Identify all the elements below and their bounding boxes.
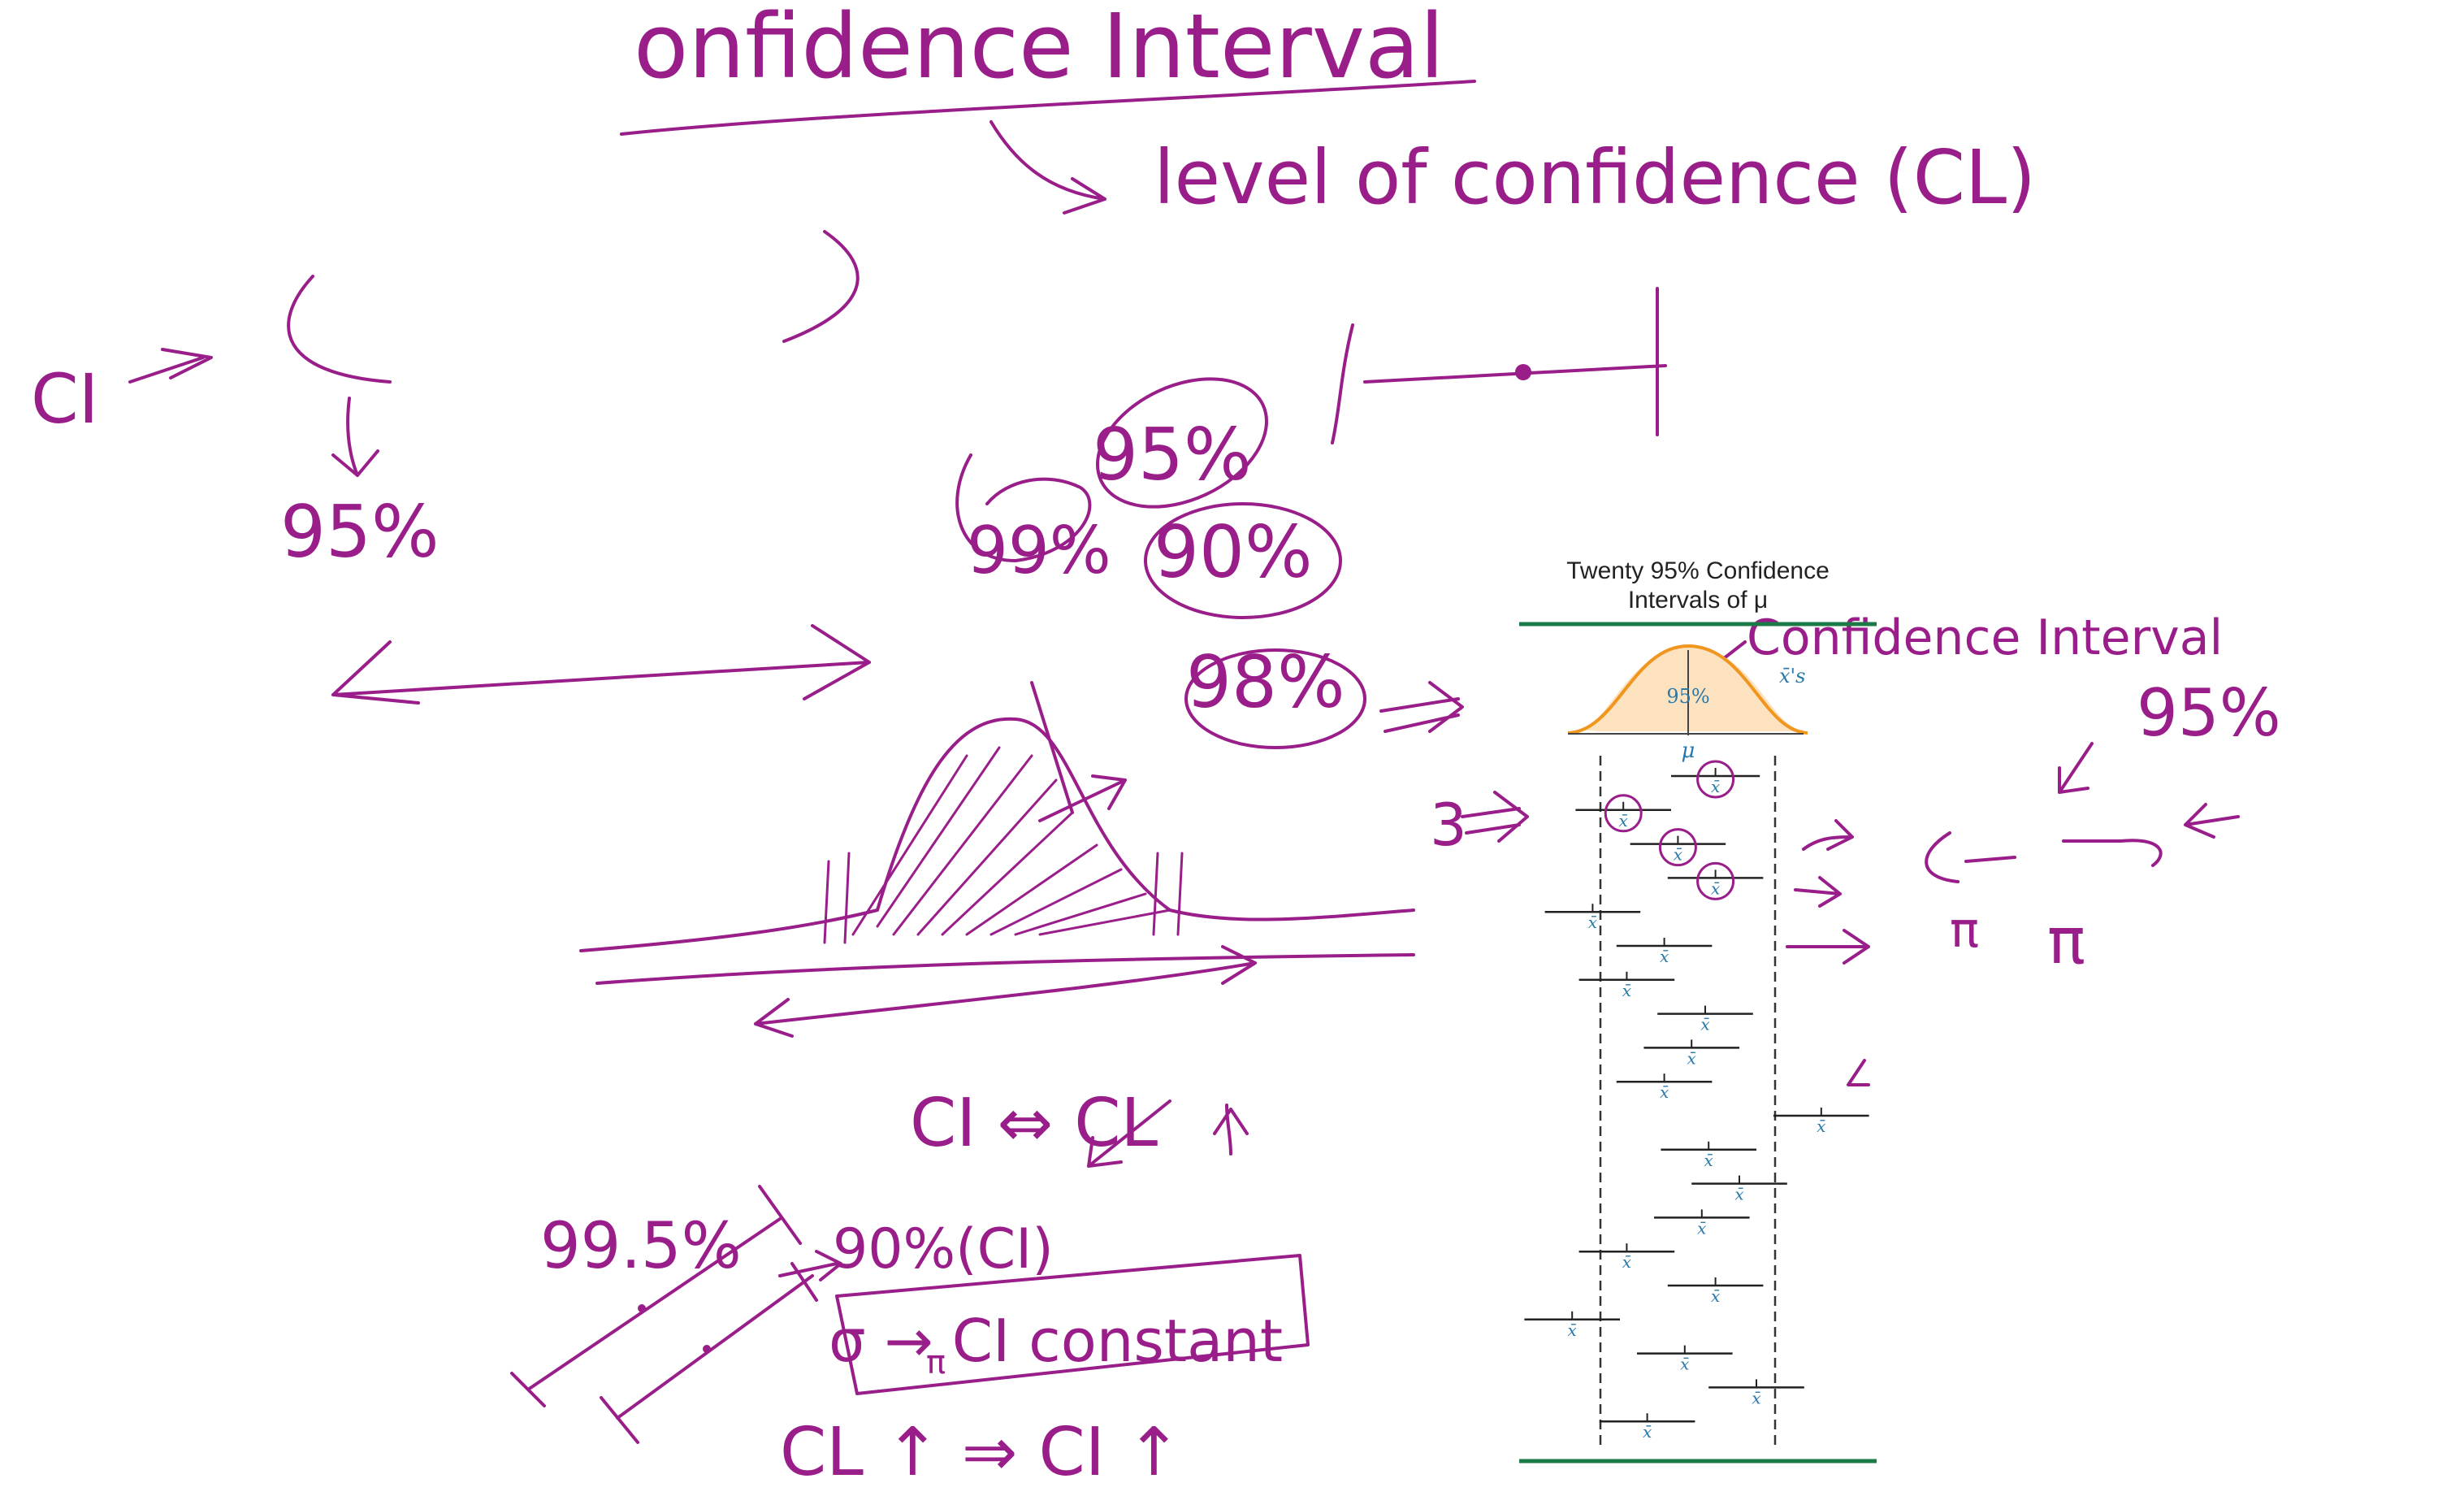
sample-mean-label: x̄ bbox=[1660, 947, 1669, 966]
sample-mean-label: x̄ bbox=[1700, 1015, 1709, 1034]
interval-line bbox=[1331, 287, 1667, 444]
sample-mean-label: x̄ bbox=[1680, 1355, 1689, 1374]
ci-annotation-text: Confidence Interval bbox=[1747, 609, 2223, 666]
sample-mean-label: x̄ bbox=[1619, 811, 1628, 830]
sample-mean-label: x̄ bbox=[1711, 878, 1720, 898]
arrow-to-level bbox=[989, 120, 1106, 215]
sample-mean-label: x̄ bbox=[1697, 1218, 1706, 1238]
sigma-constant-text: σ → CI constant bbox=[829, 1307, 1283, 1375]
ci-cl-text: CI ⇔ CL bbox=[910, 1085, 1158, 1162]
pct-90-ci-text: 90%(CI) bbox=[833, 1217, 1054, 1281]
down-arrow-left bbox=[331, 397, 379, 477]
curve-fill bbox=[1576, 646, 1804, 731]
circle-95 bbox=[1096, 377, 1268, 509]
sample-mean-label: x̄ bbox=[1622, 1252, 1631, 1272]
cl-to-90-arrow bbox=[1087, 1099, 1171, 1168]
pi-under-sigma: π bbox=[926, 1344, 946, 1381]
right-interval-sketch bbox=[1925, 831, 2163, 883]
bell-pointer bbox=[1030, 681, 1074, 814]
close-paren bbox=[782, 230, 860, 343]
bell-double-arrow bbox=[754, 945, 1257, 1038]
pi-right: π bbox=[2047, 905, 2085, 978]
arrow-right-3 bbox=[1786, 929, 1870, 965]
bell-curve-sketch bbox=[579, 717, 1415, 952]
sample-mean-label: x̄ bbox=[1674, 845, 1682, 865]
circled-mean-mark bbox=[1658, 828, 1697, 867]
arrow-small-right bbox=[1847, 1059, 1870, 1086]
curve-pct-label: 95% bbox=[1666, 685, 1709, 708]
title-underline bbox=[620, 80, 1476, 136]
interval-995-dot bbox=[638, 1304, 646, 1312]
double-arrow bbox=[331, 624, 871, 705]
bell-shading bbox=[823, 746, 1184, 944]
pi-left-right: π bbox=[1950, 902, 1979, 959]
sample-mean-label: x̄ bbox=[1643, 1422, 1652, 1442]
figure-title-line2: Intervals of μ bbox=[1628, 587, 1768, 614]
mu-label: μ bbox=[1682, 739, 1695, 763]
pct-95-left: 95% bbox=[280, 490, 440, 574]
arrow-95-right bbox=[2058, 742, 2094, 794]
figure-title-line1: Twenty 95% Confidence bbox=[1566, 557, 1830, 584]
three-label: 3 bbox=[1430, 791, 1467, 859]
pct-99-circled: 99% bbox=[967, 513, 1111, 588]
sample-mean-label: x̄ bbox=[1704, 1151, 1713, 1170]
sample-mean-label: x̄ bbox=[1660, 1082, 1669, 1102]
circled-mean-mark bbox=[1696, 760, 1735, 799]
sample-mean-label: x̄ bbox=[1734, 1185, 1743, 1204]
interval-995 bbox=[510, 1185, 802, 1407]
circle-90 bbox=[1144, 502, 1342, 619]
pct-995-text: 99.5% bbox=[540, 1210, 742, 1283]
cl-up-arrow bbox=[1213, 1104, 1249, 1156]
cl-ci-text: CL ↑ ⇒ CI ↑ bbox=[780, 1414, 1182, 1491]
open-paren bbox=[287, 275, 392, 384]
sample-mean-label: x̄ bbox=[1752, 1388, 1760, 1407]
arrow-98 bbox=[1379, 681, 1464, 733]
sample-mean-label: x̄ bbox=[1817, 1117, 1825, 1136]
interval-90-dot bbox=[703, 1345, 711, 1353]
ci-label: CI bbox=[31, 359, 98, 439]
normal-curve bbox=[1567, 644, 1808, 735]
interval-90 bbox=[600, 1262, 818, 1444]
circle-99 bbox=[955, 453, 1092, 562]
sample-mean-label: x̄ bbox=[1568, 1320, 1577, 1340]
ci-arrow bbox=[128, 348, 213, 384]
xbar-s-label: x̄'s bbox=[1779, 665, 1805, 687]
three-arrow bbox=[1461, 791, 1529, 843]
pct-95-right: 95% bbox=[2137, 675, 2281, 751]
pct-90-circled: 90% bbox=[1154, 510, 1313, 594]
constant-box bbox=[835, 1254, 1310, 1395]
arrow-right-2 bbox=[1794, 876, 1842, 908]
sample-mean-label: x̄ bbox=[1622, 981, 1631, 1000]
sample-mean-label: x̄ bbox=[1711, 777, 1720, 796]
interval-point bbox=[1515, 364, 1531, 380]
circled-mean-mark bbox=[1604, 794, 1643, 833]
notes-title: onfidence Interval bbox=[634, 0, 1444, 98]
arrow-to-90ci bbox=[778, 1250, 842, 1281]
circled-mean-mark bbox=[1696, 861, 1735, 900]
bell-baseline bbox=[595, 953, 1415, 985]
circle-98 bbox=[1184, 648, 1366, 749]
sample-mean-label: x̄ bbox=[1588, 913, 1597, 932]
level-of-confidence-text: level of confidence (CL) bbox=[1154, 134, 2036, 221]
sample-mean-label: x̄ bbox=[1687, 1048, 1696, 1068]
arrow-right-1 bbox=[1802, 819, 1854, 851]
bell-arrow bbox=[1038, 774, 1127, 822]
sample-mean-label: x̄ bbox=[1711, 1286, 1720, 1306]
right-arrow-left bbox=[2184, 803, 2240, 839]
interval-list: x̄x̄x̄x̄x̄x̄x̄x̄x̄x̄x̄x̄x̄x̄x̄x̄x̄x̄x̄x̄ bbox=[1524, 760, 1869, 1442]
